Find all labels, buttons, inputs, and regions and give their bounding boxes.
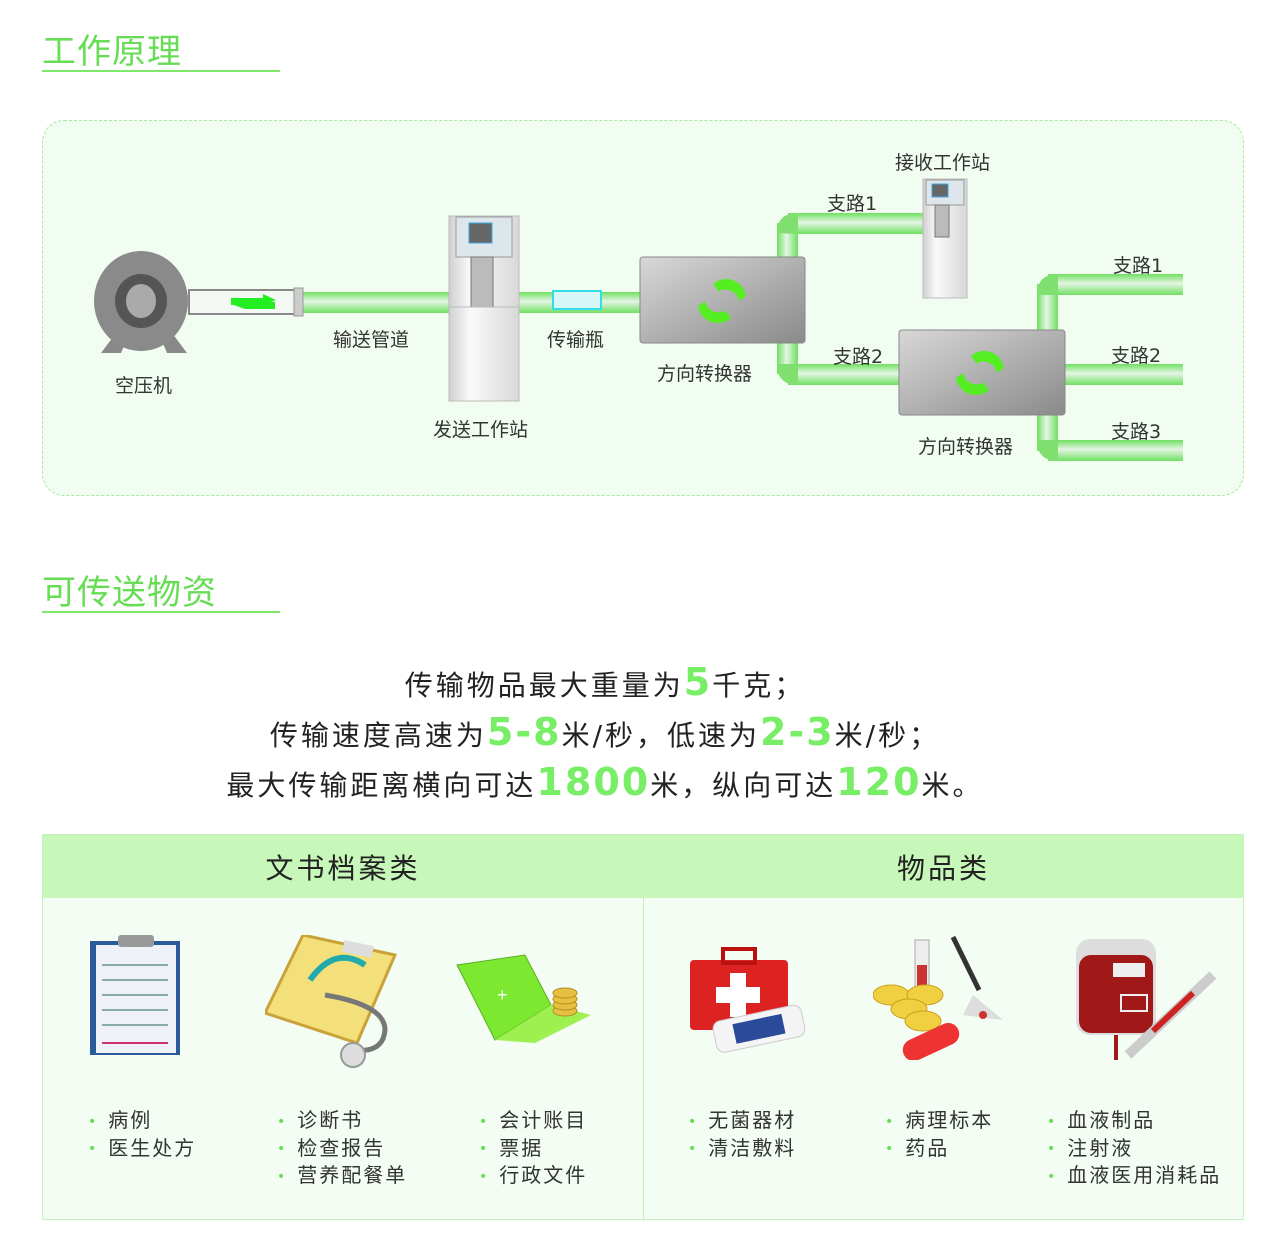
label-receive-station: 接收工作站 bbox=[895, 152, 991, 174]
spec-text: 千克； bbox=[712, 669, 806, 702]
list-item: 病理标本 bbox=[885, 1107, 993, 1135]
principle-diagram: 空压机 输送管道 发送工作站 传输瓶 方向转换器 接收工作站 支路1 支路2 方… bbox=[42, 120, 1244, 496]
clipboard-icon bbox=[90, 935, 180, 1055]
list-goods-blood: 血液制品 注射液 血液医用消耗品 bbox=[1047, 1107, 1221, 1190]
pills-icon bbox=[873, 935, 1003, 1060]
label-converter-2: 方向转换器 bbox=[918, 436, 1014, 458]
converter-1-icon bbox=[639, 256, 806, 344]
category-header-goods: 物品类 bbox=[643, 835, 1244, 898]
label-c2-branch3: 支路3 bbox=[1111, 421, 1162, 443]
spec-number: 120 bbox=[836, 760, 922, 804]
spec-text: 最大传输距离横向可达 bbox=[226, 769, 537, 802]
list-item: 检查报告 bbox=[277, 1135, 407, 1163]
spec-number: 5-8 bbox=[486, 710, 562, 754]
list-item: 诊断书 bbox=[277, 1107, 407, 1135]
spec-text: 米/秒； bbox=[834, 719, 941, 752]
spec-text: 传输物品最大重量为 bbox=[404, 669, 684, 702]
spec-distance: 最大传输距离横向可达1800米，纵向可达120米。 bbox=[0, 760, 1210, 804]
spec-number: 2-3 bbox=[760, 710, 835, 754]
spec-number: 5 bbox=[683, 660, 713, 704]
label-c1-branch1: 支路1 bbox=[827, 193, 878, 215]
list-item: 无菌器材 bbox=[688, 1107, 796, 1135]
title-underline bbox=[42, 70, 280, 72]
send-station-icon bbox=[448, 215, 520, 402]
spec-text: 米。 bbox=[921, 769, 984, 802]
list-item: 药品 bbox=[885, 1135, 993, 1163]
spec-text: 米，纵向可达 bbox=[650, 769, 837, 802]
spec-text: 传输速度高速为 bbox=[269, 719, 487, 752]
label-c2-branch1: 支路1 bbox=[1113, 255, 1164, 277]
label-c1-branch2: 支路2 bbox=[833, 346, 884, 368]
converter-2-icon bbox=[898, 329, 1066, 416]
receive-station-icon bbox=[922, 178, 968, 299]
pipes bbox=[301, 213, 1183, 461]
label-converter-1: 方向转换器 bbox=[657, 363, 753, 385]
spec-number: 1800 bbox=[536, 760, 651, 804]
list-item: 票据 bbox=[479, 1135, 587, 1163]
list-item: 病例 bbox=[88, 1107, 196, 1135]
list-goods-specimens: 病理标本 药品 bbox=[885, 1107, 993, 1162]
compressor-icon bbox=[94, 251, 304, 353]
list-item: 清洁敷料 bbox=[688, 1135, 796, 1163]
section-title-principle: 工作原理 bbox=[42, 32, 182, 72]
list-documents-medical: 病例 医生处方 bbox=[88, 1107, 196, 1162]
section-title-materials: 可传送物资 bbox=[42, 573, 217, 613]
first-aid-kit-icon bbox=[690, 947, 806, 1053]
svg-text:+: + bbox=[497, 985, 508, 1005]
list-item: 注射液 bbox=[1047, 1135, 1221, 1163]
list-item: 血液制品 bbox=[1047, 1107, 1221, 1135]
label-c2-branch2: 支路2 bbox=[1111, 345, 1162, 367]
category-header-documents: 文书档案类 bbox=[43, 835, 643, 898]
label-pipe: 输送管道 bbox=[333, 329, 410, 351]
list-documents-reports: 诊断书 检查报告 营养配餐单 bbox=[277, 1107, 407, 1190]
list-item: 医生处方 bbox=[88, 1135, 196, 1163]
diagram-graphics bbox=[94, 178, 1183, 461]
list-item: 血液医用消耗品 bbox=[1047, 1162, 1221, 1190]
list-goods-sterile: 无菌器材 清洁敷料 bbox=[688, 1107, 796, 1162]
list-item: 行政文件 bbox=[479, 1162, 587, 1190]
laptop-coins-icon: + bbox=[456, 954, 591, 1043]
materials-table: 文书档案类 物品类 + 病例 医生处方 诊断书 检查报告 营养配餐单 会计账目 … bbox=[42, 834, 1244, 1221]
list-documents-finance: 会计账目 票据 行政文件 bbox=[479, 1107, 587, 1190]
label-carrier: 传输瓶 bbox=[547, 329, 605, 351]
stethoscope-icon bbox=[265, 935, 398, 1068]
blood-bag-icon bbox=[1076, 939, 1217, 1060]
title-underline bbox=[42, 611, 280, 613]
spec-text: 米/秒，低速为 bbox=[561, 719, 760, 752]
spec-weight: 传输物品最大重量为5千克； bbox=[0, 660, 1210, 704]
label-send-station: 发送工作站 bbox=[433, 419, 529, 441]
column-divider bbox=[643, 898, 644, 1221]
list-item: 会计账目 bbox=[479, 1107, 587, 1135]
list-item: 营养配餐单 bbox=[277, 1162, 407, 1190]
carrier-bottle-icon bbox=[552, 290, 602, 310]
spec-speed: 传输速度高速为5-8米/秒，低速为2-3米/秒； bbox=[0, 710, 1210, 754]
label-compressor: 空压机 bbox=[115, 375, 173, 397]
